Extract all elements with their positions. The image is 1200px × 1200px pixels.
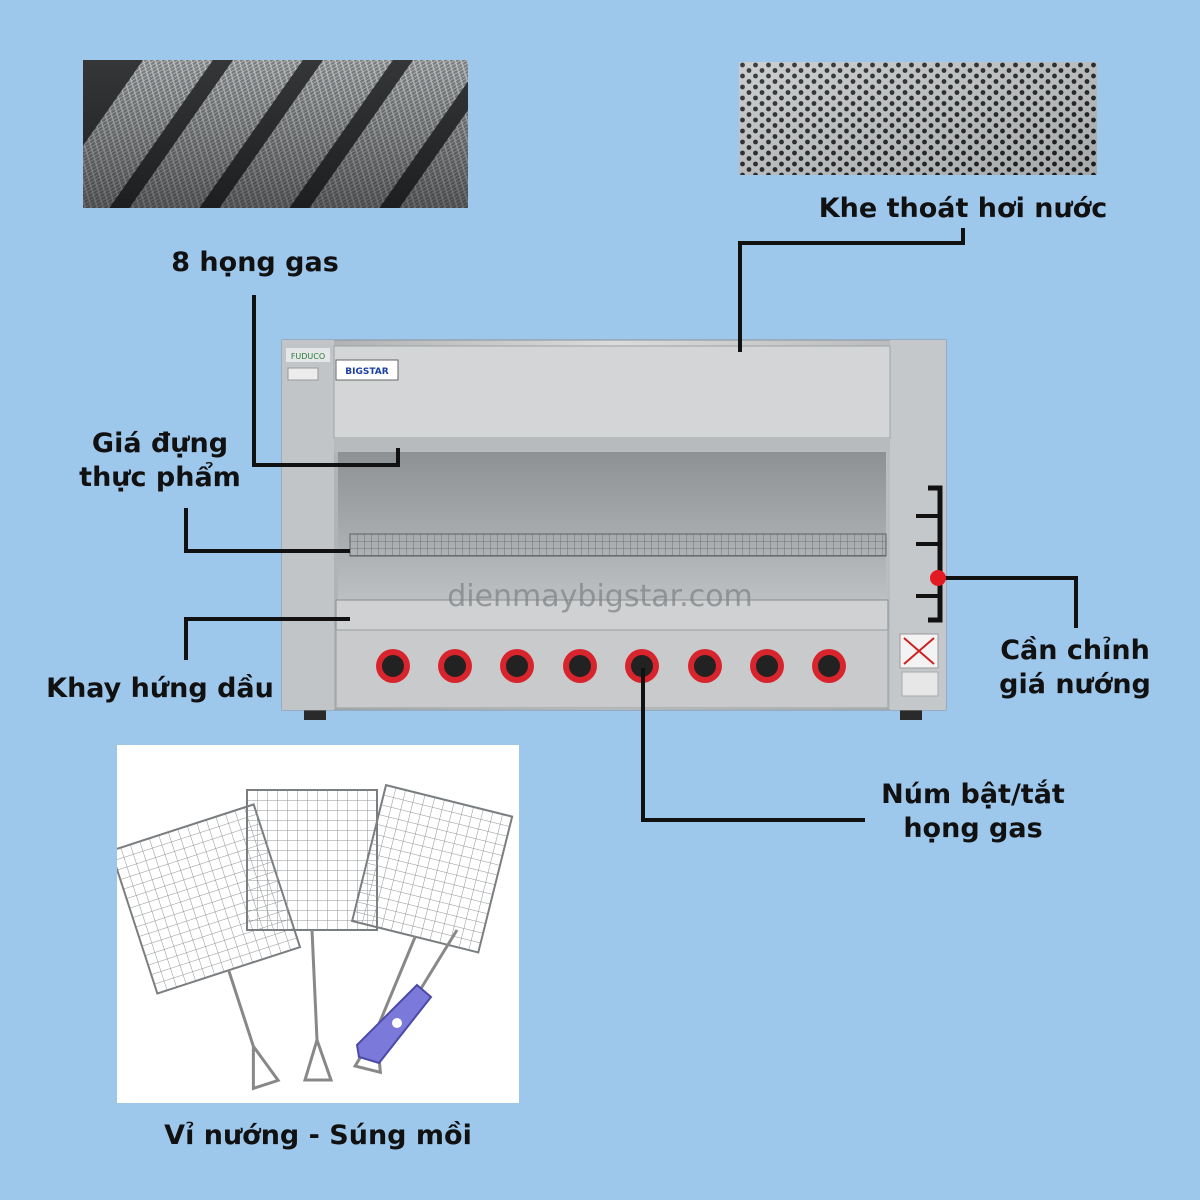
accessories-photo [117, 745, 519, 1103]
burners-label: 8 họng gas [171, 247, 339, 278]
rack-adjuster-label-line1: Cần chỉnh [1000, 635, 1150, 666]
steam-vent-label: Khe thoát hơi nước [818, 193, 1108, 224]
rack-adjuster-label: Cần chỉnh giá nướng [990, 634, 1160, 702]
accessories-label: Vỉ nướng - Súng mồi [164, 1120, 472, 1151]
watermark-text: dienmaybigstar.com [447, 579, 753, 614]
burner-closeup-photo [83, 60, 468, 208]
lighter-icon [355, 929, 459, 1065]
knob-label-line2: họng gas [903, 813, 1043, 844]
knob-label: Núm bật/tắt họng gas [868, 778, 1078, 846]
steam-vent-closeup-photo [739, 62, 1097, 175]
knob-row [376, 649, 846, 683]
brand-plate-text: BIGSTAR [345, 367, 388, 377]
drip-tray-label: Khay hứng dầu [46, 673, 274, 704]
food-rack-label-line2: thực phẩm [79, 462, 241, 493]
food-rack-label: Giá đựng thực phẩm [60, 427, 260, 495]
food-rack-label-line1: Giá đựng [91, 428, 229, 459]
rack-adjuster-label-line2: giá nướng [999, 669, 1151, 700]
brand-small-text: FUDUCO [291, 352, 325, 361]
grill-machine-photo: FUDUCO BIGSTAR die [280, 338, 950, 723]
knob-label-line1: Núm bật/tắt [881, 779, 1065, 810]
